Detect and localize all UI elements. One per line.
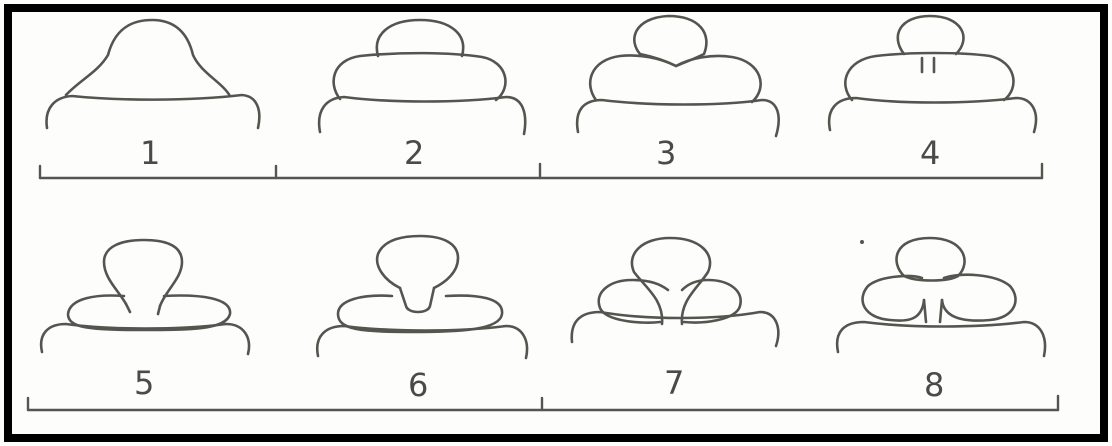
shape-3-top [634, 16, 706, 66]
shape-7 [572, 238, 779, 346]
shape-6 [317, 236, 527, 358]
shape-3-base [577, 100, 779, 136]
shape-4 [829, 16, 1036, 132]
shape-5 [41, 240, 249, 354]
shape-4-top [898, 16, 964, 54]
shape-5-neck [126, 304, 160, 314]
shape-8-right-lobe [942, 275, 1016, 321]
shape-2-base [319, 97, 525, 134]
label-1: 1 [140, 134, 160, 172]
shape-7-base [572, 312, 779, 346]
shape-3 [577, 16, 779, 136]
shape-5-base [41, 324, 249, 354]
scale-bar-top [40, 164, 1042, 178]
label-7: 7 [664, 364, 684, 402]
label-2: 2 [404, 134, 424, 172]
label-6: 6 [408, 366, 428, 404]
shape-4-base [829, 98, 1036, 132]
shape-2 [319, 20, 525, 134]
shape-2-middle [334, 53, 506, 100]
label-8: 8 [924, 366, 944, 404]
shape-6-stem [400, 288, 434, 312]
label-5: 5 [134, 364, 154, 402]
shape-6-head [377, 236, 458, 288]
label-4: 4 [920, 134, 940, 172]
scale-bar-bottom [28, 396, 1058, 410]
shape-2-top [377, 20, 463, 56]
stray-dot [860, 240, 864, 244]
shape-8-base [837, 322, 1045, 356]
shape-8-stalk [924, 300, 942, 322]
shape-8-left-lobe [863, 276, 924, 321]
shape-1 [47, 20, 260, 128]
shape-5-oval [68, 296, 230, 330]
shape-1-dome [66, 20, 230, 96]
shape-1-base [47, 95, 260, 128]
label-3: 3 [656, 134, 676, 172]
shape-6-oval [338, 296, 502, 332]
shape-8 [837, 238, 1045, 356]
shape-3-lobes [590, 55, 760, 102]
shape-4-middle [845, 53, 1013, 100]
